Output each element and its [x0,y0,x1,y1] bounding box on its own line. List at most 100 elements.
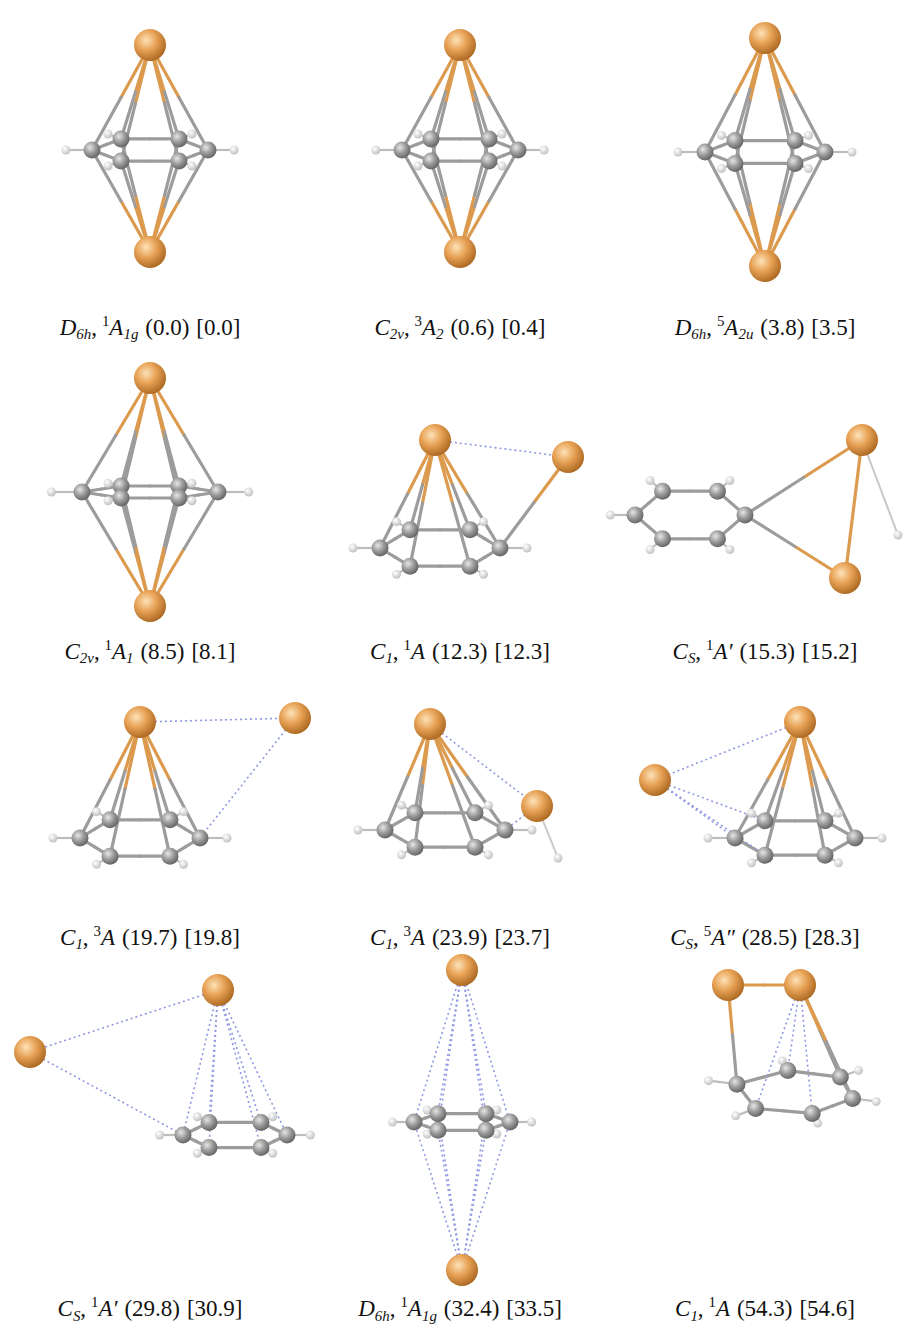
relative-energy: [8.1] [191,639,235,664]
hydrogen-atom [731,1111,740,1120]
hydrogen-atom [606,511,615,520]
hydrogen-atom [413,129,422,138]
state-symbol: 1 [102,313,109,329]
carbon-atom [728,1076,745,1093]
state-symbol: D [675,315,692,340]
weak-contact [655,722,800,780]
gold-atom [124,706,156,738]
carbon-atom [372,540,389,557]
structure-caption: C1,3A(19.7)[19.8] [60,922,240,955]
bond [184,435,218,492]
hydrogen-atom [397,801,406,810]
state-symbol: 1 [708,1294,715,1310]
bond [500,503,534,549]
hydrogen-atom [872,1097,881,1106]
hydrogen-atom [528,826,537,835]
hydrogen-atom [49,834,58,843]
structure-caption: CS,5A″(28.5)[28.3] [670,922,859,955]
structure-caption: D6h,1A1g(0.0)[0.0] [60,312,241,345]
gold-atom [784,969,816,1001]
weak-contact [30,1052,183,1135]
hydrogen-atom [104,496,113,505]
weak-contact [414,970,462,1122]
state-symbol: A′ [713,639,732,664]
state-symbol: A [101,925,115,950]
hydrogen-atom [854,1066,863,1075]
state-symbol: 6h [375,1308,390,1324]
relative-energy: [0.0] [196,315,240,340]
carbon-atom [817,144,834,161]
bond [468,777,506,830]
relative-energy: (32.4) [444,1296,500,1321]
state-symbol: D [60,315,77,340]
carbon-atom [832,1069,849,1086]
hydrogen-atom [894,531,903,540]
state-symbol: 2v [80,650,94,666]
hydrogen-atom [349,544,358,553]
hydrogen-atom [92,807,101,816]
bond [735,780,768,838]
carbon-atom [210,484,227,501]
hydrogen-atom [646,545,655,554]
hydrogen-atom [104,479,113,488]
hydrogen-atom [717,131,726,140]
hydrogen-atom [179,807,188,816]
carbon-atom [201,1139,218,1156]
carbon-atom [497,822,514,839]
carbon-atom [192,830,209,847]
state-symbol: 3 [93,923,100,939]
gold-atom [444,29,476,61]
hydrogen-atom [747,858,756,867]
structure-caption: C1,3A(23.9)[23.7] [370,922,550,955]
structure-caption: CS,1A′(15.3)[15.2] [673,636,858,669]
weak-contact [218,990,287,1135]
state-symbol: 1 [126,650,133,666]
carbon-atom [747,1100,764,1117]
state-symbol: , [693,925,699,950]
state-symbol: 1 [91,1294,98,1310]
hydrogen-atom [479,570,488,579]
carbon-atom [113,130,130,147]
weak-contact [209,990,218,1122]
hydrogen-atom [834,858,843,867]
state-symbol: 2v [390,326,404,342]
state-symbol: A [716,1296,730,1321]
hydrogen-atom [103,162,112,171]
carbon-atom [697,144,714,161]
carbon-atom [162,811,179,828]
carbon-atom [423,130,440,147]
state-symbol: 3 [403,923,410,939]
state-symbol: 3 [415,313,422,329]
hydrogen-atom [388,1118,397,1127]
carbon-atom [467,804,484,821]
gold-atom [202,974,234,1006]
gold-atom [134,362,166,394]
carbon-atom [402,521,419,538]
state-symbol: , [393,639,399,664]
hydrogen-atom [747,809,756,818]
hydrogen-atom [804,164,813,173]
carbon-atom [757,847,774,864]
bond [745,515,795,547]
gold-atom [419,424,451,456]
hydrogen-atom [92,860,101,869]
relative-energy: (3.8) [760,315,804,340]
carbon-atom [377,822,394,839]
carbon-atom [201,1114,218,1131]
carbon-atom [407,804,424,821]
carbon-atom [253,1139,270,1156]
carbon-atom [817,812,834,829]
gold-atom [134,236,166,268]
hydrogen-atom [674,148,683,157]
carbon-atom [481,153,498,170]
relative-energy: [23.7] [494,925,550,950]
weak-contact [462,970,486,1114]
carbon-atom [171,153,188,170]
hydrogen-atom [193,1112,202,1121]
gold-atom [446,954,478,986]
carbon-atom [102,848,119,865]
relative-energy: [3.5] [811,315,855,340]
state-symbol: 6h [691,326,706,342]
carbon-atom [462,558,479,575]
relative-energy: [15.2] [802,639,858,664]
